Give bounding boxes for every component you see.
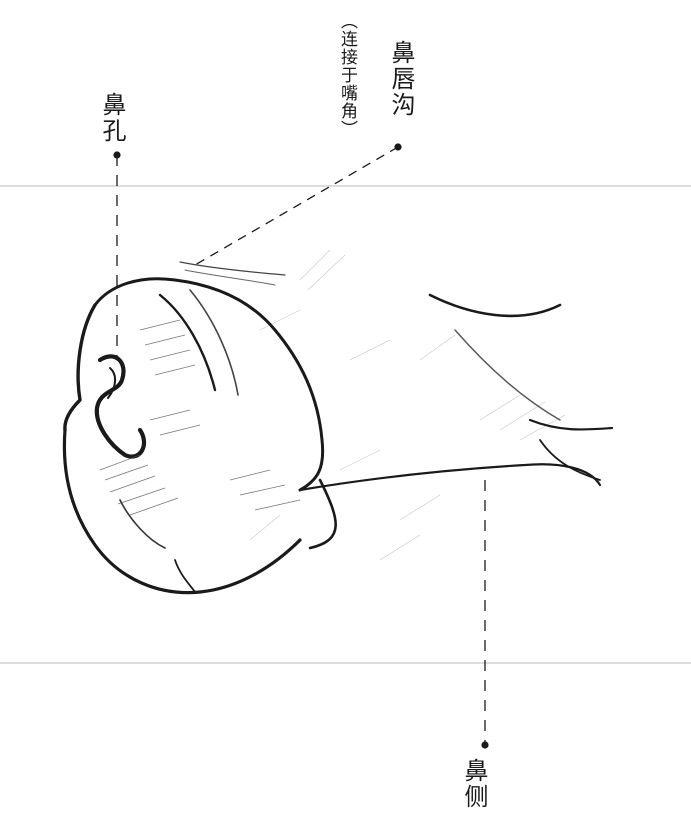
background-hatching: [250, 250, 565, 560]
label-philtrum: 鼻唇沟: [389, 40, 413, 118]
leader-nostril: [113, 151, 120, 360]
leader-dot-nose-side: [481, 741, 488, 748]
label-nostril: 鼻孔: [100, 92, 124, 144]
leader-dot-nostril: [113, 151, 120, 158]
label-nose-side: 鼻侧: [462, 758, 486, 810]
label-philtrum-note: （连接于嘴角）: [338, 12, 355, 138]
paper-panel: [0, 186, 691, 663]
leader-dot-philtrum: [394, 143, 401, 150]
leader-nose-side: [481, 480, 488, 749]
nose-outline: [64, 262, 612, 593]
leader-philtrum: [195, 143, 402, 265]
